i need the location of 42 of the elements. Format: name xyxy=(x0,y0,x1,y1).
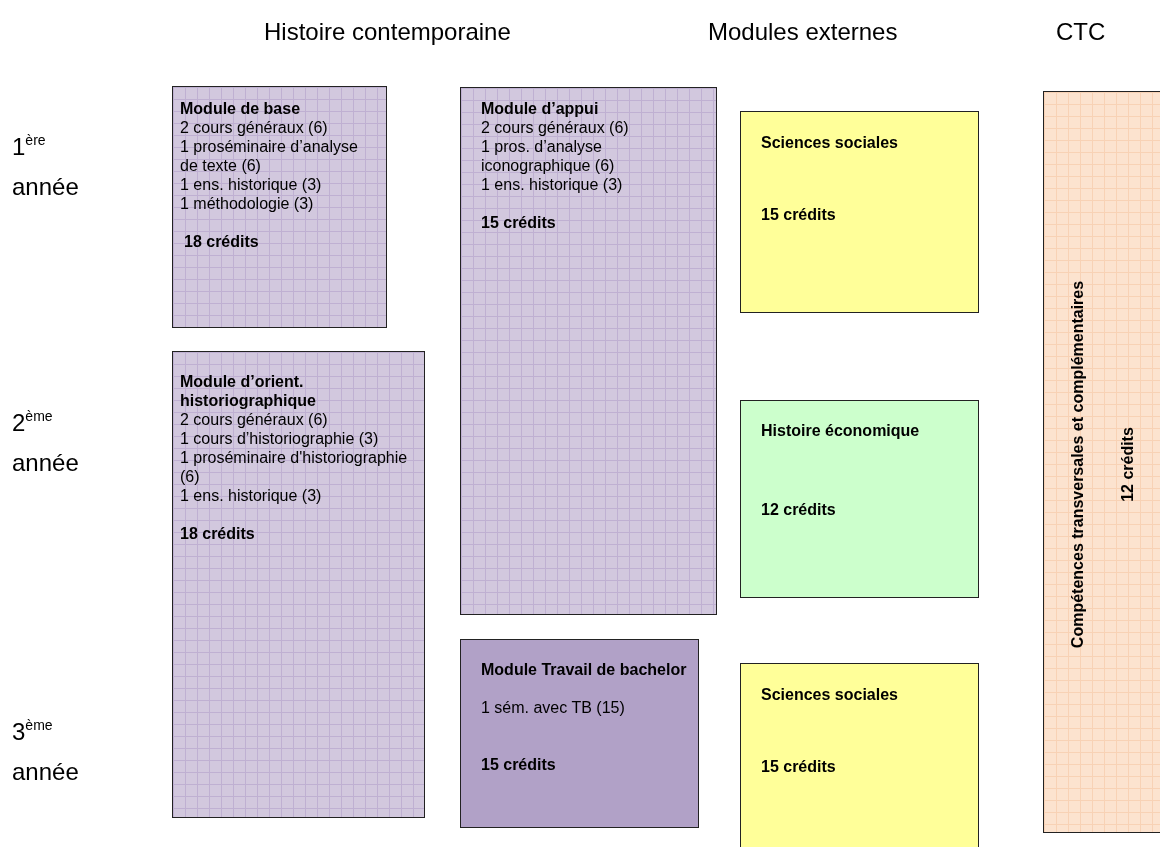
module-box xyxy=(172,86,387,328)
credits-text: 12 crédits xyxy=(761,500,837,519)
module-title: Module d’appui xyxy=(481,99,600,118)
module-box xyxy=(740,663,979,847)
module-box xyxy=(460,639,699,828)
credits-text: 15 crédits xyxy=(481,755,557,774)
credits-text: 15 crédits xyxy=(761,205,837,224)
module-box xyxy=(740,400,979,598)
course-line: 2 cours généraux (6) xyxy=(180,118,329,137)
course-line: 1 cours d’historiographie (3) xyxy=(180,429,380,448)
panel-title: Compétences transversales et complémentaires xyxy=(1068,279,1087,651)
course-line: 1 pros. d’analyse iconographique (6) xyxy=(481,137,616,175)
credits-text: 18 crédits xyxy=(180,524,256,543)
course-line: 2 cours généraux (6) xyxy=(180,410,329,429)
module-title: Module d’orient. historiographique xyxy=(180,372,317,410)
credits-text: 15 crédits xyxy=(761,757,837,776)
course-line: 1 sém. avec TB (15) xyxy=(481,698,626,717)
credits-text: 12 crédits xyxy=(1118,426,1137,504)
column-header: Histoire contemporaine xyxy=(264,17,511,47)
column-header: Modules externes xyxy=(708,17,898,47)
credits-text: 15 crédits xyxy=(481,213,557,232)
module-title: Module de base xyxy=(180,99,302,118)
module-title: Sciences sociales xyxy=(761,133,899,152)
module-title: Sciences sociales xyxy=(761,685,899,704)
year-label: 3$^{ème}$ année xyxy=(12,716,80,787)
year-label: 1$^{ère}$ année xyxy=(12,131,80,202)
course-line: 1 méthodologie (3) xyxy=(180,194,315,213)
module-title: Module Travail de bachelor xyxy=(481,660,688,679)
credits-text: 18 crédits xyxy=(184,232,260,251)
course-line: 2 cours généraux (6) xyxy=(481,118,630,137)
module-box xyxy=(460,87,717,615)
column-header: CTC xyxy=(1056,17,1106,47)
course-line: 1 ens. historique (3) xyxy=(481,175,624,194)
course-line: 1 proséminaire d'historiographie (6) xyxy=(180,448,409,486)
panel-box xyxy=(1043,91,1160,833)
course-line: 1 ens. historique (3) xyxy=(180,486,323,505)
year-label: 2$^{ème}$ année xyxy=(12,407,80,478)
module-title: Histoire économique xyxy=(761,421,921,440)
course-line: 1 proséminaire d’analyse de texte (6) xyxy=(180,137,359,175)
course-line: 1 ens. historique (3) xyxy=(180,175,323,194)
module-box xyxy=(172,351,425,818)
module-box xyxy=(740,111,979,313)
